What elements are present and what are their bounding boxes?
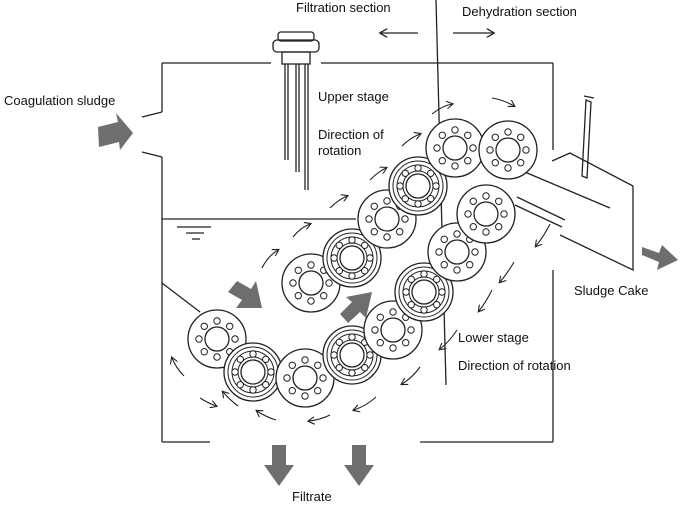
rotation-arrow xyxy=(172,358,185,377)
tank-outline xyxy=(161,62,554,443)
rotation-arrow xyxy=(292,224,310,238)
rotation-arrow xyxy=(536,223,551,246)
upper-stage-label: Upper stage xyxy=(318,89,389,104)
roller xyxy=(425,118,485,178)
feed-arrow xyxy=(228,281,262,308)
rotation-arrow xyxy=(369,168,386,181)
rotation-arrow xyxy=(491,97,514,106)
filtration-section-label: Filtration section xyxy=(296,0,391,15)
feed-arrow-2 xyxy=(340,292,372,323)
roller-chain xyxy=(187,118,538,408)
rotation-arrow xyxy=(479,289,493,311)
rotation-arrow xyxy=(431,104,452,115)
rotation-arrow xyxy=(199,397,216,406)
roller xyxy=(275,348,335,408)
roller xyxy=(357,189,417,249)
sludge-cake-arrow xyxy=(642,245,678,270)
water-level xyxy=(162,218,356,240)
roller xyxy=(388,156,448,216)
rotation-arrow xyxy=(402,366,421,384)
slope-plate xyxy=(161,282,201,313)
rotation-arrow xyxy=(354,396,377,410)
sludge-cake-label: Sludge Cake xyxy=(574,283,649,298)
rotation-arrow xyxy=(401,134,420,147)
filtrate-label: Filtrate xyxy=(292,489,332,504)
roller xyxy=(322,228,382,288)
filtrate-arrow-left xyxy=(264,445,294,486)
roller xyxy=(223,342,283,402)
roller xyxy=(394,262,454,322)
rotation-arrow xyxy=(500,261,515,282)
rotation-arrow xyxy=(223,392,239,407)
rotation-arrow xyxy=(309,414,331,421)
roller xyxy=(478,120,538,180)
filtrate-arrow-right xyxy=(344,445,374,486)
dehydration-section-label: Dehydration section xyxy=(462,4,577,19)
inlet-pipe xyxy=(141,111,163,158)
inlet-arrow xyxy=(98,113,133,150)
flow-arrows xyxy=(98,113,678,486)
rotation-direction-upper-label-line1: Direction of xyxy=(318,127,384,142)
rotation-arrows xyxy=(172,97,551,421)
lower-stage-label: Lower stage xyxy=(458,330,529,345)
rotation-arrow xyxy=(440,329,458,349)
outlet-chute xyxy=(514,95,634,272)
rotation-arrow xyxy=(329,196,347,209)
rotation-direction-upper-label-line2: rotation xyxy=(318,143,362,158)
level-sensor xyxy=(272,31,320,190)
roller xyxy=(322,325,382,385)
rotation-arrow xyxy=(261,250,278,269)
roller xyxy=(456,184,516,244)
rotation-arrow xyxy=(257,411,277,421)
rotation-direction-lower-label: Direction of rotation xyxy=(458,358,571,373)
coagulation-sludge-label: Coagulation sludge xyxy=(4,93,116,108)
